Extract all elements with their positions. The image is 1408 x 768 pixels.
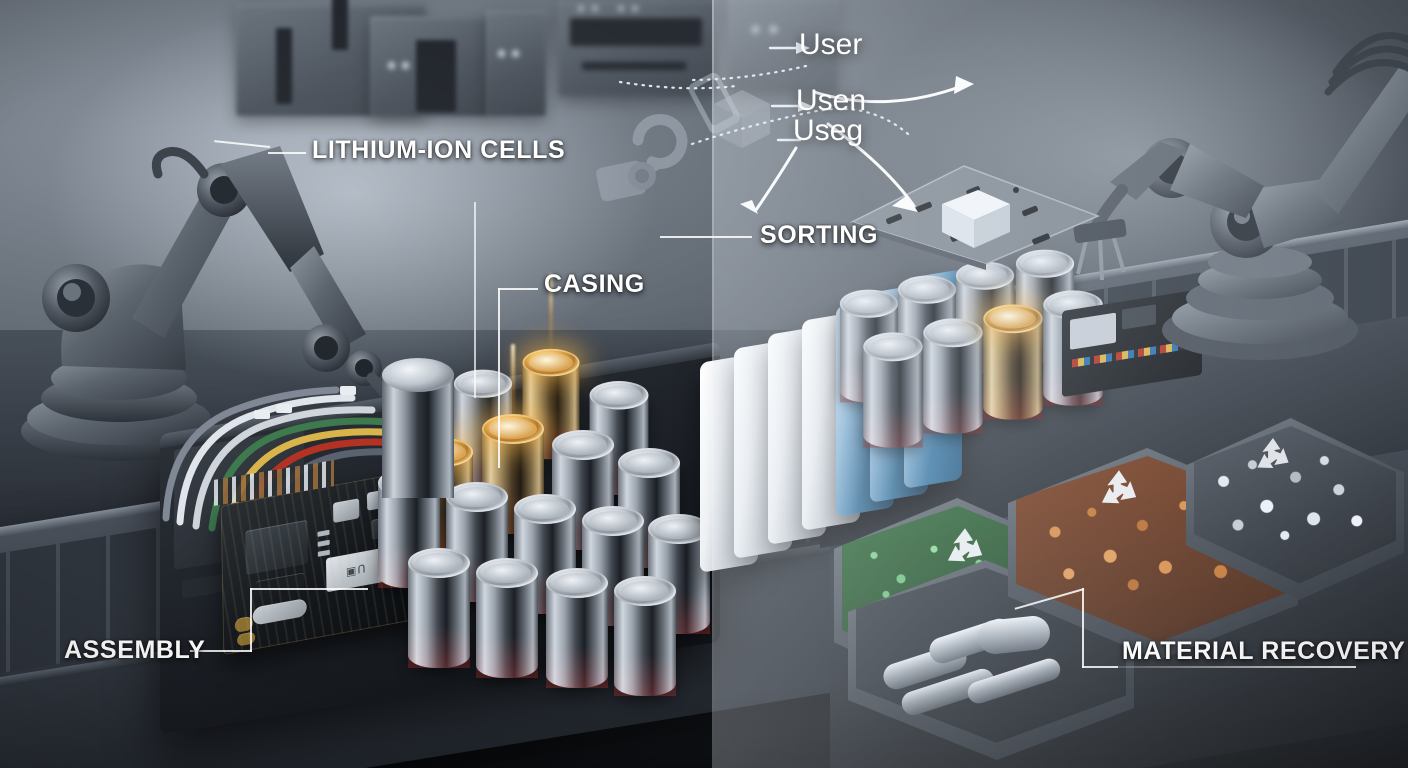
leader-assembly-h2	[250, 588, 368, 590]
recycling-triangle-icon	[1251, 433, 1295, 479]
split-divider	[712, 0, 714, 768]
leader-lithium-ion-cells	[268, 152, 306, 154]
cell	[408, 548, 470, 668]
recycling-triangle-icon	[941, 523, 990, 574]
underline-material-recovery	[1108, 666, 1356, 668]
label-casing: CASING	[544, 270, 645, 298]
cell-in-gripper	[382, 358, 454, 498]
leader-material-recovery-v	[1082, 588, 1084, 668]
label-lifecycle-1: User	[799, 28, 863, 61]
recycling-triangle-icon	[1095, 465, 1144, 516]
leader-casing-v2	[474, 202, 476, 398]
label-assembly: ASSEMBLY	[64, 636, 206, 664]
leader-assembly-v	[250, 588, 252, 652]
leader-casing-v	[498, 288, 500, 468]
label-lifecycle-2: Usen	[796, 84, 867, 117]
leader-sorting	[660, 236, 752, 238]
leader-casing-h	[498, 288, 538, 290]
label-lifecycle-3: Useg	[793, 114, 864, 147]
label-sorting: SORTING	[760, 221, 879, 249]
cell	[476, 558, 538, 678]
cell	[546, 568, 608, 688]
label-lithium-ion-cells: LITHIUM-ION CELLS	[312, 136, 566, 164]
cell	[614, 576, 676, 696]
label-material-recovery: MATERIAL RECOVERY	[1122, 637, 1406, 665]
solid-arc-down-left	[754, 146, 798, 212]
dashed-arc-1	[686, 64, 808, 82]
